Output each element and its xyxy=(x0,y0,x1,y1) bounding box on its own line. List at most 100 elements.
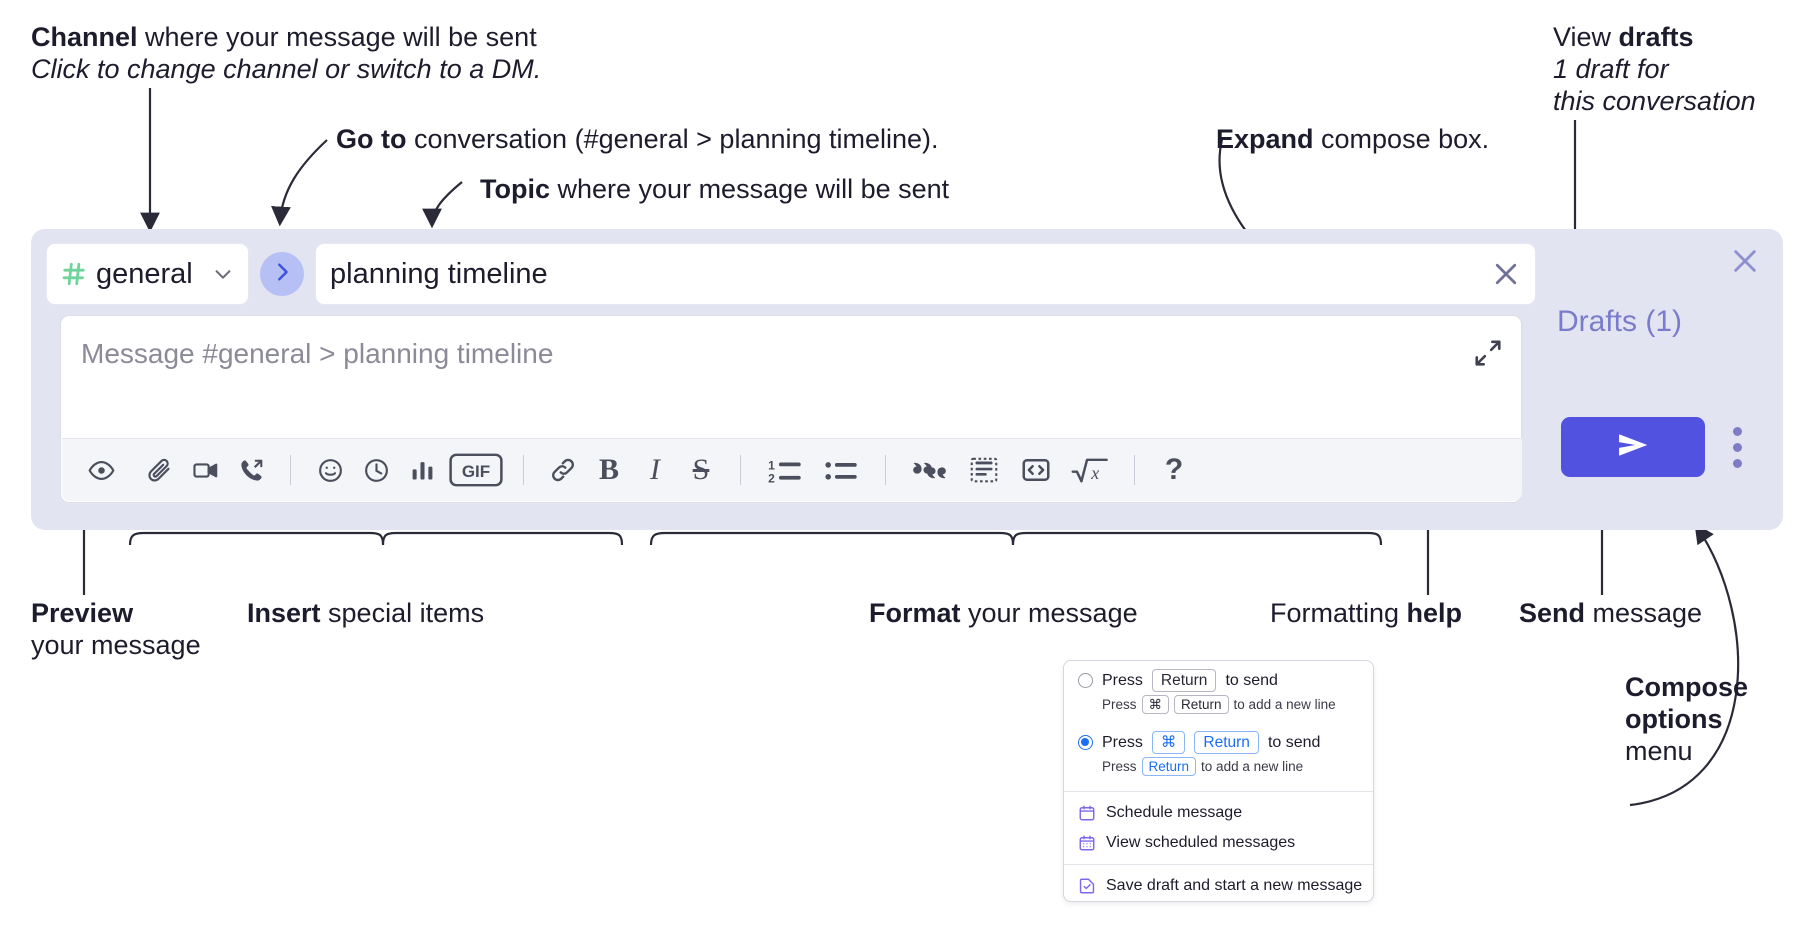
goto-conversation-button[interactable] xyxy=(260,252,304,296)
option1-subtext: Press ⌘ Return to add a new line xyxy=(1064,694,1373,723)
clock-icon[interactable] xyxy=(353,450,399,490)
close-icon[interactable] xyxy=(1729,245,1761,277)
toolbar-separator xyxy=(290,455,291,485)
annotation-insert: Insert special items xyxy=(247,598,484,630)
annotation-channel: Channel where your message will be sent … xyxy=(31,22,541,86)
annotation-send-rest: message xyxy=(1585,598,1703,628)
annotation-help-plain: Formatting xyxy=(1270,598,1407,628)
message-placeholder: Message #general > planning timeline xyxy=(81,338,554,369)
annotation-goto-rest: conversation (#general > planning timeli… xyxy=(406,124,939,154)
option1-sub-post: to add a new line xyxy=(1233,697,1336,712)
preview-icon[interactable] xyxy=(78,450,124,490)
save-draft-icon xyxy=(1078,877,1096,895)
menu-item-label: View scheduled messages xyxy=(1106,834,1296,851)
annotation-channel-rest: where your message will be sent xyxy=(137,22,537,52)
math-icon[interactable]: x xyxy=(1062,450,1118,490)
svg-text:1: 1 xyxy=(768,458,775,472)
option2-post: to send xyxy=(1267,733,1321,751)
option2-key1: ⌘ xyxy=(1151,731,1186,754)
annotation-goto-bold: Go to xyxy=(336,124,407,154)
bar-chart-icon[interactable] xyxy=(399,450,445,490)
emoji-icon[interactable] xyxy=(307,450,353,490)
menu-divider xyxy=(1064,791,1373,792)
annotation-insert-bold: Insert xyxy=(247,598,321,628)
svg-text:x: x xyxy=(1090,462,1099,482)
video-camera-icon[interactable] xyxy=(182,450,228,490)
annotation-preview: Preview your message xyxy=(31,598,201,662)
calendar-grid-icon xyxy=(1078,834,1096,852)
channel-name: general xyxy=(96,257,193,290)
calendar-icon xyxy=(1078,804,1096,822)
expand-icon[interactable] xyxy=(1473,338,1503,368)
menu-radio-cmd-return-to-send[interactable]: Press ⌘ Return to send xyxy=(1064,723,1373,756)
compose-options-menu: Press Return to send Press ⌘ Return to a… xyxy=(1063,660,1374,902)
annotation-drafts-bold: drafts xyxy=(1618,22,1694,52)
formatting-toolbar: GIF B I S xyxy=(62,438,1522,501)
option1-sub-pre: Press xyxy=(1102,697,1137,712)
option1-sub-key2: Return xyxy=(1174,695,1229,714)
bulleted-list-icon[interactable] xyxy=(813,450,869,490)
message-input-box[interactable]: Message #general > planning timeline xyxy=(60,315,1522,503)
inline-code-icon[interactable] xyxy=(1010,450,1062,490)
option1-post: to send xyxy=(1225,671,1278,689)
channel-selector[interactable]: general xyxy=(46,243,249,305)
menu-radio-return-to-send[interactable]: Press Return to send xyxy=(1064,661,1373,694)
annotation-format-bold: Format xyxy=(869,598,961,628)
annotation-compose-line3: menu xyxy=(1625,735,1693,766)
annotation-expand: Expand compose box. xyxy=(1216,124,1489,156)
ordered-list-icon[interactable]: 1 2 xyxy=(757,450,813,490)
annotation-send-bold: Send xyxy=(1519,598,1586,628)
annotation-topic-bold: Topic xyxy=(480,174,550,204)
send-icon xyxy=(1614,426,1652,469)
annotation-format-rest: your message xyxy=(960,598,1138,628)
toolbar-separator xyxy=(1134,455,1135,485)
send-button[interactable] xyxy=(1561,417,1705,477)
option2-sub-key: Return xyxy=(1141,757,1197,776)
gif-label: GIF xyxy=(462,462,490,481)
help-label: ? xyxy=(1164,453,1184,486)
radio-selected-icon[interactable] xyxy=(1078,735,1093,750)
annotation-expand-bold: Expand xyxy=(1216,124,1314,154)
blockquote-icon[interactable] xyxy=(902,450,958,490)
menu-item-view-scheduled-messages[interactable]: View scheduled messages xyxy=(1064,828,1373,858)
bold-icon[interactable]: B xyxy=(586,450,632,490)
menu-item-save-draft[interactable]: Save draft and start a new message xyxy=(1064,871,1373,901)
annotation-preview-bold: Preview xyxy=(31,598,134,628)
annotation-drafts-italic-2: this conversation xyxy=(1553,85,1756,116)
link-icon[interactable] xyxy=(540,450,586,490)
annotation-preview-line2: your message xyxy=(31,629,201,660)
compose-header-row: general planning timeline xyxy=(46,243,1536,305)
strike-label: S xyxy=(692,453,710,486)
radio-unselected-icon[interactable] xyxy=(1078,673,1093,688)
italic-icon[interactable]: I xyxy=(632,450,678,490)
option1-sub-key1: ⌘ xyxy=(1141,695,1170,714)
compose-panel: general planning timeline xyxy=(31,229,1783,530)
option2-key2: Return xyxy=(1194,731,1259,754)
hash-icon xyxy=(61,261,87,287)
menu-item-schedule-message[interactable]: Schedule message xyxy=(1064,798,1373,828)
drafts-link[interactable]: Drafts (1) xyxy=(1557,305,1683,338)
strikethrough-icon[interactable]: S xyxy=(678,450,724,490)
attachment-icon[interactable] xyxy=(136,450,182,490)
annotation-drafts-italic-1: 1 draft for xyxy=(1553,53,1669,84)
option1-pre: Press xyxy=(1102,671,1143,689)
option2-sub-post: to add a new line xyxy=(1201,759,1304,774)
annotation-insert-rest: special items xyxy=(320,598,485,628)
option2-pre: Press xyxy=(1102,733,1143,751)
menu-divider xyxy=(1064,864,1373,865)
option2-sub-pre: Press xyxy=(1102,759,1137,774)
help-icon[interactable]: ? xyxy=(1151,450,1197,490)
italic-label: I xyxy=(650,453,660,486)
toolbar-separator xyxy=(523,455,524,485)
bold-label: B xyxy=(598,453,619,486)
annotation-formatting-help: Formatting help xyxy=(1270,598,1462,630)
code-block-icon[interactable] xyxy=(958,450,1010,490)
clear-topic-icon[interactable] xyxy=(1491,259,1521,289)
annotation-drafts: View drafts 1 draft for this conversatio… xyxy=(1553,22,1756,118)
annotation-send: Send message xyxy=(1519,598,1702,630)
phone-forward-icon[interactable] xyxy=(228,450,274,490)
gif-icon[interactable]: GIF xyxy=(445,450,507,490)
more-vertical-icon[interactable] xyxy=(1726,422,1748,472)
menu-item-label: Save draft and start a new message xyxy=(1106,877,1363,894)
topic-input[interactable]: planning timeline xyxy=(315,243,1536,305)
